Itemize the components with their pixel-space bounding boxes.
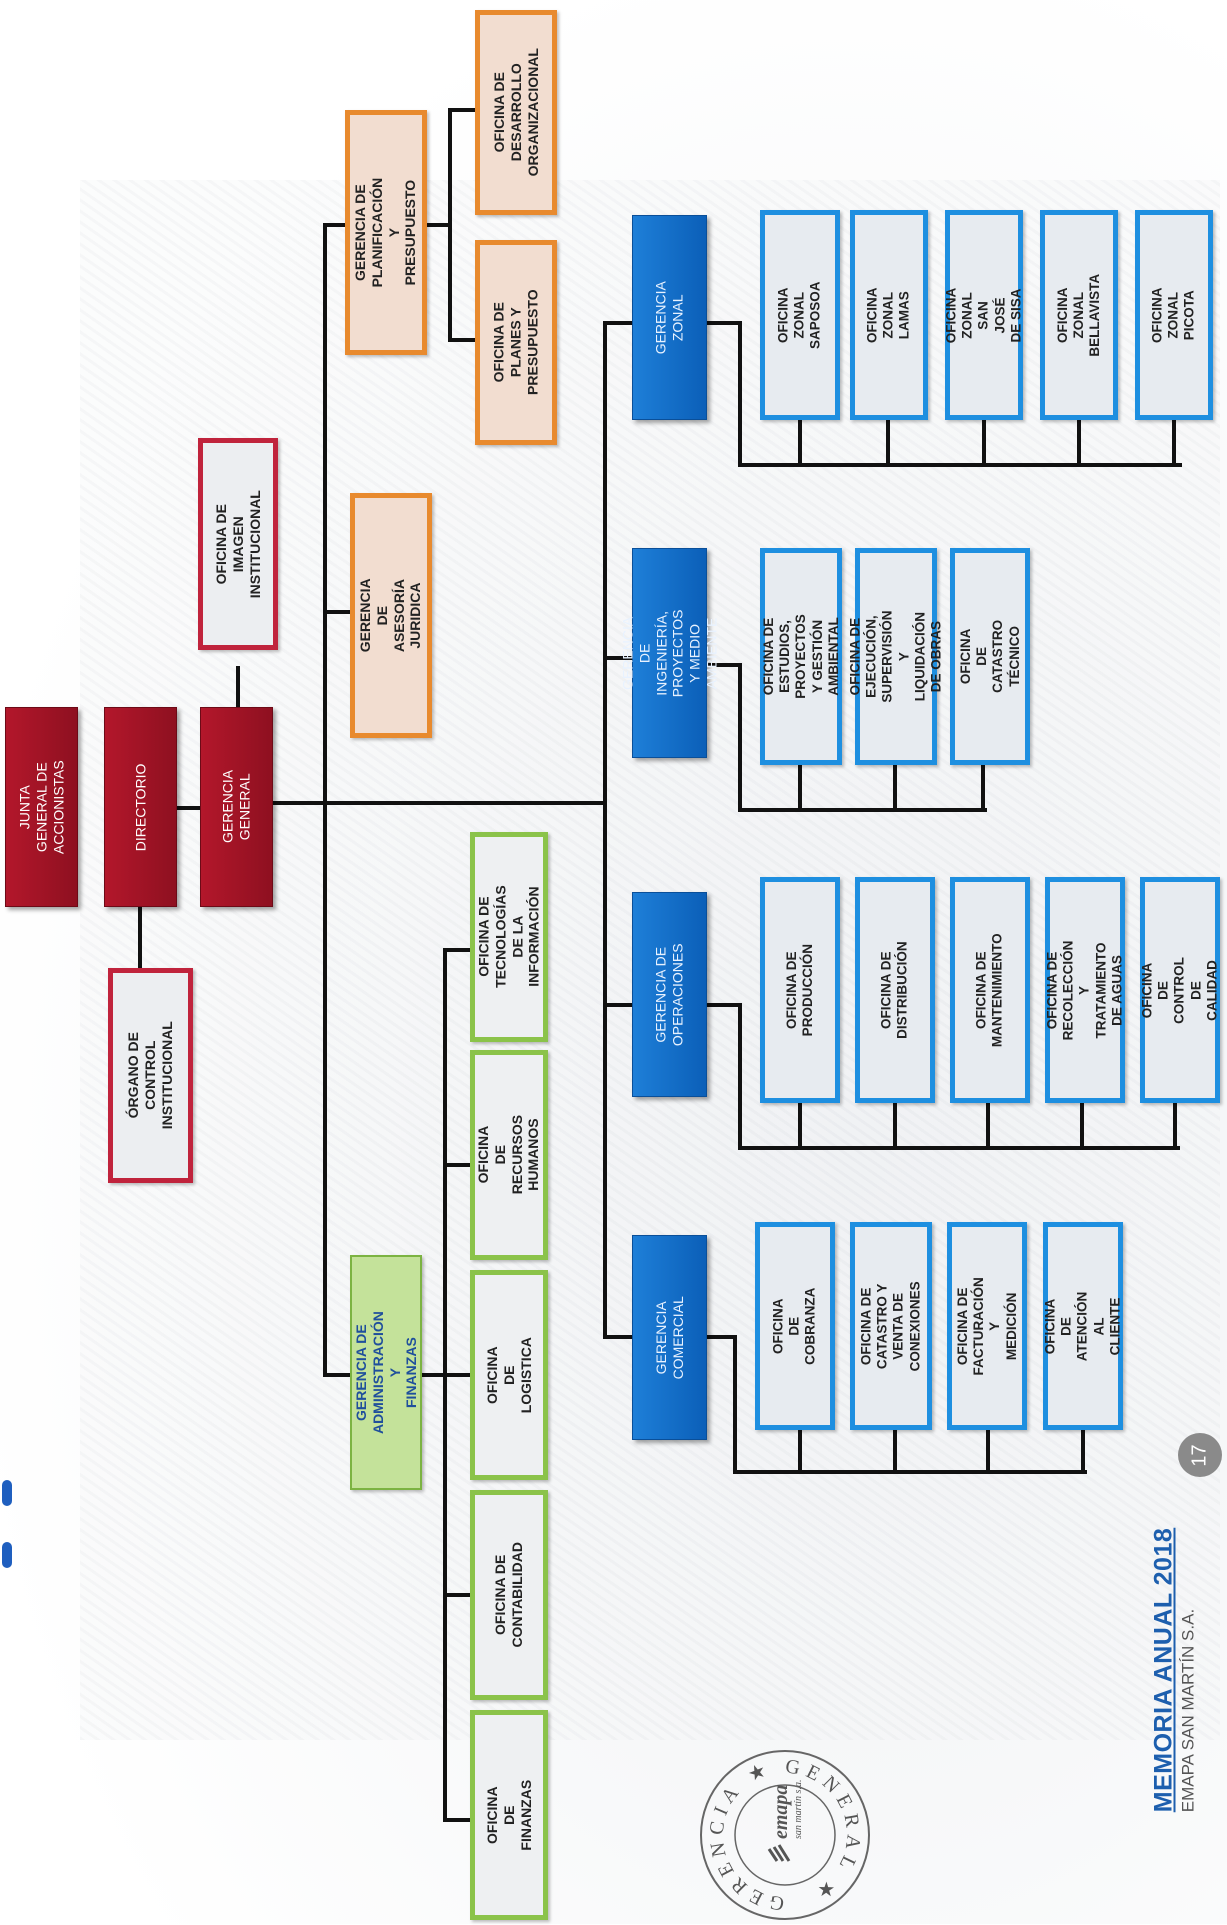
office-ejecucion-supervision-label: OFICINA DE EJECUCIÓN, SUPERVISIÓN Y LIQU… (847, 610, 944, 703)
imagen-institucional-label: OFICINA DE IMAGEN INSTITUCIONAL (212, 489, 263, 599)
office-facturacion-box: OFICINA DE FACTURACIÓN Y MEDICIÓN (947, 1222, 1027, 1430)
office-atencion-cliente-label: OFICINA DE ATENCIÓN AL CLIENTE (1042, 1291, 1123, 1361)
office-atencion-cliente-box: OFICINA DE ATENCIÓN AL CLIENTE (1043, 1222, 1123, 1430)
office-finanzas-box: OFICINA DE FINANZAS (470, 1710, 548, 1920)
office-catastro-tecnico-box: OFICINA DE CATASTRO TÉCNICO (950, 548, 1030, 765)
office-zonal-saposoa-box: OFICINA ZONAL SAPOSOA (760, 210, 840, 420)
gerencia-zonal-box: GERENCIA ZONAL (632, 215, 707, 420)
gerencia-general-seal: GERENCIA ★ GENERAL ★ emapa san martín s.… (700, 1750, 870, 1920)
desarrollo-organizacional-label: OFICINA DE DESARROLLO ORGANIZACIONAL (490, 48, 541, 177)
office-finanzas-label: OFICINA DE FINANZAS (483, 1779, 534, 1851)
office-control-calidad-label: OFICINA DE CONTROL DE CALIDAD (1139, 956, 1220, 1024)
office-recoleccion-tratamiento-label: OFICINA DE RECOLECCIÓN Y TRATAMIENTO DE … (1044, 940, 1125, 1040)
office-tecnologias-label: OFICINA DE TECNOLOGÍAS DE LA INFORMACIÓN (475, 885, 542, 989)
asesoria-juridica-label: GERENCIA DE ASESORÍA JURIDICA (357, 578, 424, 653)
office-distribucion-box: OFICINA DE DISTRIBUCIÓN (855, 877, 935, 1103)
planes-presupuesto-box: OFICINA DE PLANES Y PRESUPUESTO (475, 240, 557, 445)
footer-title-block: MEMORIA ANUAL 2018 EMAPA SAN MARTÍN S.A. (1144, 1500, 1204, 1840)
office-zonal-picota-label: OFICINA ZONAL PICOTA (1149, 287, 1198, 343)
gerencia-comercial-label: GERENCIA COMERCIAL (652, 1295, 686, 1380)
imagen-institucional-box: OFICINA DE IMAGEN INSTITUCIONAL (198, 438, 278, 650)
report-title: MEMORIA ANUAL 2018 (1149, 1527, 1178, 1813)
office-estudios-proyectos-label: OFICINA DE ESTUDIOS, PROYECTOS Y GESTIÓN… (760, 614, 841, 699)
office-produccion-label: OFICINA DE PRODUCCIÓN (783, 943, 815, 1037)
office-contabilidad-label: OFICINA DE CONTABILIDAD (492, 1542, 526, 1648)
office-catastro-ventas-label: OFICINA DE CATASTRO Y VENTA DE CONEXIONE… (858, 1280, 923, 1372)
seal-brand-sub: san martín s.a. (793, 1780, 804, 1839)
office-zonal-san-jose-box: OFICINA ZONAL SAN JOSÉ DE SISA (943, 210, 1024, 420)
office-mantenimiento-label: OFICINA DE MANTENIMIENTO (973, 933, 1005, 1047)
office-zonal-picota-box: OFICINA ZONAL PICOTA (1135, 210, 1213, 420)
office-zonal-lamas-label: OFICINA ZONAL LAMAS (864, 287, 913, 343)
directorio-box: DIRECTORIO (104, 707, 177, 907)
emapa-logo-icon (767, 1844, 791, 1862)
asesoria-juridica-box: GERENCIA DE ASESORÍA JURIDICA (350, 493, 432, 738)
page-edge-marks (0, 1480, 14, 1600)
office-facturacion-label: OFICINA DE FACTURACIÓN Y MEDICIÓN (954, 1276, 1019, 1376)
office-ejecucion-supervision-box: OFICINA DE EJECUCIÓN, SUPERVISIÓN Y LIQU… (847, 548, 943, 765)
office-produccion-box: OFICINA DE PRODUCCIÓN (760, 877, 840, 1103)
office-catastro-tecnico-label: OFICINA DE CATASTRO TÉCNICO (957, 619, 1022, 693)
office-zonal-saposoa-label: OFICINA ZONAL SAPOSOA (775, 281, 824, 349)
office-mantenimiento-box: OFICINA DE MANTENIMIENTO (950, 877, 1030, 1103)
gerencia-zonal-label: GERENCIA ZONAL (652, 280, 686, 354)
office-logistica-label: OFICINA DE LOGISTICA (483, 1336, 534, 1414)
junta-general-label: JUNTA GENERAL DE ACCIONISTAS (16, 760, 66, 854)
administracion-finanzas-label: GERENCIA DE ADMINISTRACIÓN Y FINANZAS (352, 1311, 419, 1434)
page-number-badge: 17 (1178, 1433, 1222, 1477)
office-catastro-ventas-box: OFICINA DE CATASTRO Y VENTA DE CONEXIONE… (850, 1222, 932, 1430)
gerencia-comercial-box: GERENCIA COMERCIAL (632, 1235, 707, 1440)
office-logistica-box: OFICINA DE LOGISTICA (470, 1270, 548, 1480)
office-control-calidad-box: OFICINA DE CONTROL DE CALIDAD (1140, 877, 1220, 1103)
gerencia-ingenieria-label: GERENCIA DE INGENIERÍA, PROYECTOS Y MEDI… (619, 609, 720, 697)
planificacion-box: GERENCIA DE PLANIFICACIÓN Y PRESUPUESTO (345, 110, 427, 355)
page-number: 17 (1188, 1443, 1211, 1467)
planes-presupuesto-label: OFICINA DE PLANES Y PRESUPUESTO (490, 289, 541, 396)
office-recursos-humanos-label: OFICINA DE RECURSOS HUMANOS (475, 1115, 542, 1195)
office-cobranza-label: OFICINA DE COBRANZA (770, 1287, 819, 1365)
gerencia-ingenieria-box: GERENCIA DE INGENIERÍA, PROYECTOS Y MEDI… (619, 548, 719, 758)
office-zonal-bellavista-label: OFICINA ZONAL BELLAVISTA (1054, 273, 1103, 357)
desarrollo-organizacional-box: OFICINA DE DESARROLLO ORGANIZACIONAL (475, 10, 557, 215)
office-zonal-bellavista-box: OFICINA ZONAL BELLAVISTA (1040, 210, 1118, 420)
company-name: EMAPA SAN MARTÍN S.A. (1178, 1608, 1198, 1813)
office-recursos-humanos-box: OFICINA DE RECURSOS HUMANOS (470, 1050, 548, 1260)
office-estudios-proyectos-box: OFICINA DE ESTUDIOS, PROYECTOS Y GESTIÓN… (760, 548, 842, 765)
administracion-finanzas-box: GERENCIA DE ADMINISTRACIÓN Y FINANZAS (350, 1255, 422, 1490)
directorio-label: DIRECTORIO (132, 763, 149, 851)
gerencia-general-box: GERENCIA GENERAL (200, 707, 273, 907)
office-recoleccion-tratamiento-box: OFICINA DE RECOLECCIÓN Y TRATAMIENTO DE … (1045, 877, 1125, 1103)
organo-control-box: ÓRGANO DE CONTROL INSTITUCIONAL (108, 968, 193, 1183)
gerencia-operaciones-label: GERENCIA DE OPERACIONES (652, 943, 686, 1046)
office-cobranza-box: OFICINA DE COBRANZA (755, 1222, 835, 1430)
office-zonal-san-jose-label: OFICINA ZONAL SAN JOSÉ DE SISA (943, 287, 1024, 343)
gerencia-general-label: GERENCIA GENERAL (219, 770, 253, 844)
planificacion-label: GERENCIA DE PLANIFICACIÓN Y PRESUPUESTO (352, 177, 419, 288)
office-zonal-lamas-box: OFICINA ZONAL LAMAS (850, 210, 928, 420)
office-contabilidad-box: OFICINA DE CONTABILIDAD (470, 1490, 548, 1700)
junta-general-box: JUNTA GENERAL DE ACCIONISTAS (5, 707, 78, 907)
office-tecnologias-box: OFICINA DE TECNOLOGÍAS DE LA INFORMACIÓN (470, 832, 548, 1042)
office-distribucion-label: OFICINA DE DISTRIBUCIÓN (878, 941, 911, 1039)
organo-control-label: ÓRGANO DE CONTROL INSTITUCIONAL (125, 1021, 175, 1130)
gerencia-operaciones-box: GERENCIA DE OPERACIONES (632, 892, 707, 1097)
seal-brand: emapa (770, 1785, 792, 1839)
